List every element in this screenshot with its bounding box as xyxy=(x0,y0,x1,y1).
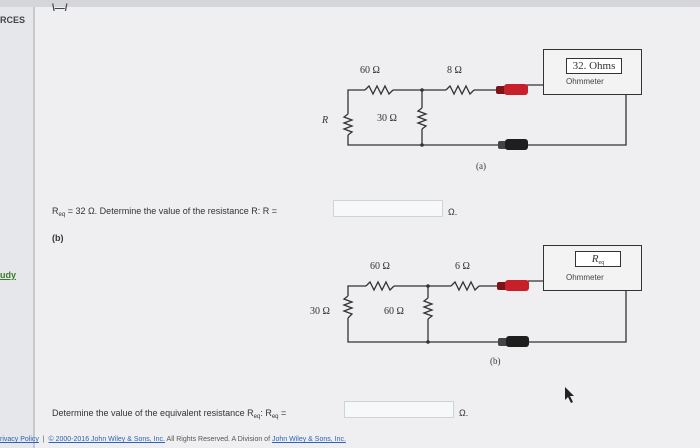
mouse-cursor xyxy=(565,387,574,403)
circuit-a-caption: (a) xyxy=(476,161,486,171)
copyright-link[interactable]: © 2000-2016 John Wiley & Sons, Inc. xyxy=(48,436,165,443)
part-b-label: (b) xyxy=(52,233,64,243)
resistor-30-b xyxy=(342,295,354,319)
probe-black-a xyxy=(498,139,528,150)
resistor-r-a xyxy=(342,113,354,136)
circuit-b-caption: (b) xyxy=(490,356,501,366)
question-a-text: Req = 32 Ω. Determine the value of the r… xyxy=(52,206,278,218)
question-b-unit: Ω. xyxy=(459,408,469,418)
question-a-unit: Ω. xyxy=(448,207,458,217)
resistor-6-b-label: 6 Ω xyxy=(455,261,470,272)
req-answer-field[interactable] xyxy=(344,401,454,418)
resistance-r-answer-field[interactable] xyxy=(333,200,443,217)
probe-red-b xyxy=(497,280,529,291)
sidebar-title: RCES xyxy=(0,15,26,25)
probe-black-b xyxy=(498,336,529,347)
sidebar xyxy=(0,7,33,448)
privacy-policy-link[interactable]: rivacy Policy xyxy=(0,436,39,443)
resistor-8-a-label: 8 Ω xyxy=(447,65,462,76)
probe-red-a xyxy=(496,84,528,95)
question-b-text: Determine the value of the equivalent re… xyxy=(52,408,287,420)
resistor-8-a xyxy=(445,84,475,96)
footer-rights-text: All Rights Reserved. A Division of xyxy=(166,436,271,443)
resistor-30-a xyxy=(416,107,428,130)
resistor-60-b-mid xyxy=(422,297,434,320)
resistor-60-b-top xyxy=(365,280,395,292)
sidebar-study-link[interactable]: udy xyxy=(0,270,17,280)
resistor-r-a-label: R xyxy=(322,115,329,126)
ohmmeter-b-label: Ohmmeter xyxy=(566,273,604,282)
footer: rivacy Policy | © 2000-2016 John Wiley &… xyxy=(0,436,346,443)
ohmmeter-a-label: Ohmmeter xyxy=(566,77,604,86)
resistor-60-b-top-label: 60 Ω xyxy=(370,261,390,272)
resistor-30-b-label: 30 Ω xyxy=(310,306,330,317)
ohmmeter-b-reading: Req xyxy=(575,251,621,267)
circuit-b-wiring xyxy=(342,280,627,343)
resistor-60-a-label: 60 Ω xyxy=(360,65,380,76)
circuit-a-wiring xyxy=(342,84,627,146)
resistor-60-a xyxy=(364,84,394,96)
ohmmeter-a-reading: 32. Ohms xyxy=(566,58,622,74)
top-bar xyxy=(0,0,700,7)
footer-separator: | xyxy=(42,436,45,443)
resistor-30-a-label: 30 Ω xyxy=(377,113,397,124)
resistor-6-b xyxy=(450,280,480,292)
top-glyph: \—/ xyxy=(52,3,68,14)
sidebar-divider xyxy=(33,7,35,448)
company-link[interactable]: John Wiley & Sons, Inc. xyxy=(271,436,346,443)
resistor-60-b-mid-label: 60 Ω xyxy=(384,306,404,317)
